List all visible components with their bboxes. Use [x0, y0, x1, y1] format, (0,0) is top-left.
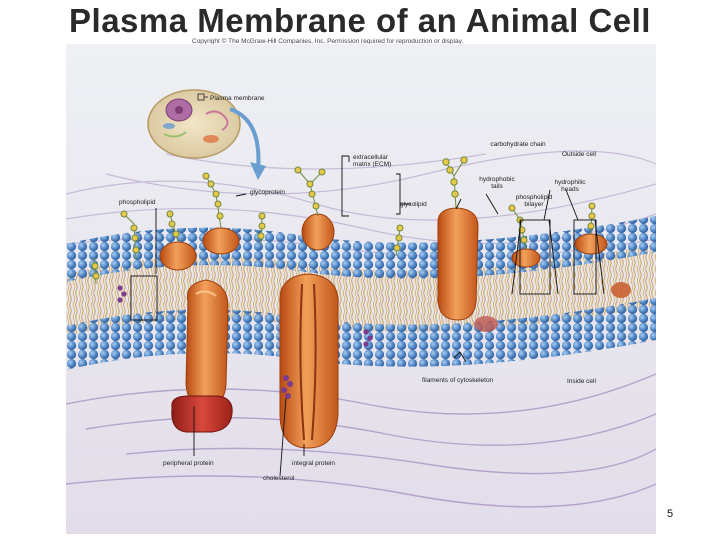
label-filaments-of-cytoskeleton: filaments of cytoskeleton	[422, 377, 494, 384]
label-phospholipid-bilayer: phospholipid bilayer	[515, 194, 553, 209]
integral-protein-left	[185, 279, 229, 409]
label-integral-protein: integral protein	[292, 460, 335, 467]
copyright-notice: Copyright © The McGraw-Hill Companies, I…	[192, 38, 464, 45]
label-extracellular-matrix: extracellular matrix (ECM)	[353, 154, 392, 169]
page-number: 5	[667, 508, 674, 520]
membrane-figure	[66, 44, 656, 534]
label-hydrophobic-tails: hydrophobic tails	[479, 176, 515, 191]
integral-protein-center	[279, 273, 339, 449]
label-hydrophilic-heads: hydrophilic heads	[554, 179, 586, 194]
glycoprotein-bulbs	[159, 213, 631, 332]
label-pointers	[130, 155, 605, 477]
label-outside-cell: Outside cell	[562, 151, 596, 158]
label-glycoprotein: glycoprotein	[250, 189, 286, 196]
label-carbohydrate-chain: carbohydrate chain	[490, 141, 546, 148]
label-phospholipid: phospholipid	[119, 199, 156, 206]
carbohydrate-chains	[91, 156, 596, 285]
peripheral-protein	[171, 395, 233, 433]
label-inside-cell: Inside cell	[567, 378, 596, 385]
label-peripheral-protein: peripheral protein	[163, 460, 214, 467]
label-cholesterol: cholesterol	[263, 475, 295, 482]
cell-inset	[147, 89, 266, 180]
slide-title: Plasma Membrane of an Animal Cell	[69, 2, 651, 39]
cholesterol-molecules	[117, 285, 373, 399]
label-plasma-membrane: Plasma membrane	[210, 95, 265, 102]
plasma-membrane-pointer	[197, 93, 208, 101]
label-glycolipid: glycolipid	[400, 201, 427, 208]
integral-protein-right	[437, 207, 479, 321]
